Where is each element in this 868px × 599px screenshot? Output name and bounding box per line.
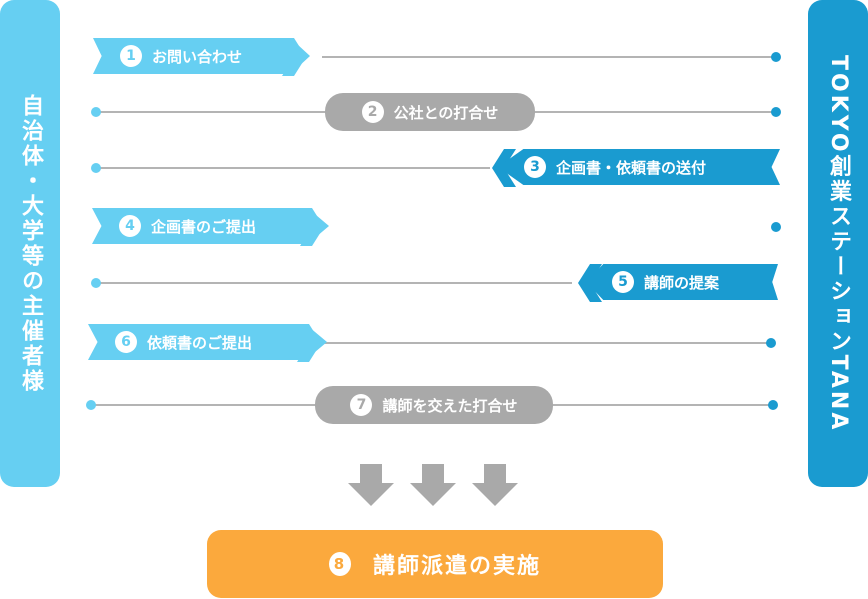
tana-panel: TOKYO創業ステーションTANA <box>808 0 868 487</box>
step-5-lecturer-proposal: 5 講師の提案 <box>586 264 778 300</box>
final-step-number: 8 <box>328 552 351 576</box>
step-1-label: お問い合わせ <box>152 47 243 66</box>
down-arrow-icon <box>410 464 456 506</box>
step-4-submit-proposal: 4 企画書のご提出 <box>92 208 329 244</box>
step-5-label: 講師の提案 <box>644 273 720 292</box>
step-5-number: 5 <box>612 271 634 293</box>
step-3-send-documents: 3 企画書・依頼書の送付 <box>498 149 780 185</box>
step-2-number: 2 <box>361 101 384 123</box>
down-arrow-icon <box>472 464 518 506</box>
organizer-panel: 自治体・大学等の主催者様 <box>0 0 60 487</box>
step-6-chevron-icon <box>297 324 321 362</box>
step-2-label: 公社との打合せ <box>393 103 499 122</box>
step-7-number: 7 <box>350 394 373 416</box>
final-step-label: 講師派遣の実施 <box>372 554 541 579</box>
tana-label: TOKYO創業ステーションTANA <box>826 54 851 433</box>
dot-step-4-right <box>771 222 781 232</box>
dot-step-5-left <box>91 278 101 288</box>
step-2-meeting: 2 公社との打合せ <box>325 93 535 131</box>
step-7-meeting-with-lecturer: 7 講師を交えた打合せ <box>315 386 553 424</box>
step-6-submit-request: 6 依頼書のご提出 <box>88 324 327 360</box>
final-step-dispatch: 8 講師派遣の実施 <box>207 530 663 598</box>
step-1-number: 1 <box>120 45 142 67</box>
organizer-label: 自治体・大学等の主催者様 <box>18 93 43 394</box>
step-7-label: 講師を交えた打合せ <box>382 396 518 415</box>
step-4-number: 4 <box>119 215 141 237</box>
dot-step-2-right <box>771 107 781 117</box>
step-1-chevron-icon <box>282 38 306 76</box>
step-3-number: 3 <box>524 156 546 178</box>
step-6-number: 6 <box>115 331 137 353</box>
step-6-label: 依頼書のご提出 <box>147 333 253 352</box>
dot-step-2-left <box>91 107 101 117</box>
step-1-inquiry: 1 お問い合わせ <box>93 38 310 74</box>
step-4-label: 企画書のご提出 <box>151 217 257 236</box>
step-4-chevron-icon <box>300 208 324 246</box>
dot-step-1-right <box>771 52 781 62</box>
dot-step-6-right <box>766 338 776 348</box>
dot-step-7-left <box>86 400 96 410</box>
dot-step-7-right <box>768 400 778 410</box>
dot-step-3-left <box>91 163 101 173</box>
down-arrow-icon <box>348 464 394 506</box>
step-3-label: 企画書・依頼書の送付 <box>556 158 707 177</box>
